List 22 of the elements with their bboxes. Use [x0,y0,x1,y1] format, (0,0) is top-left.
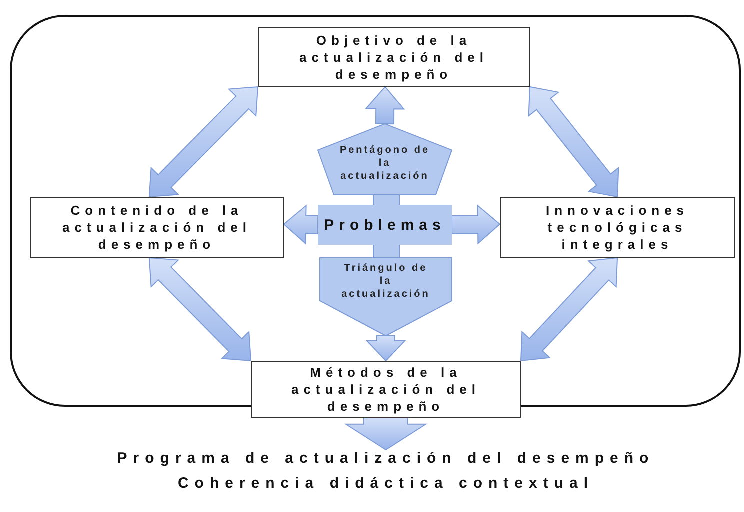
text-box [251,361,521,418]
box-label: Innovaciones tecnológicas integrales [544,202,690,253]
shape-label: Problemas [324,216,446,234]
shape-label: Triángulo de la actualización [340,262,432,301]
block-arrow [148,86,259,198]
text-box [258,27,530,87]
shape-label: Pentágono de la actualización [339,144,431,183]
block-arrow [451,204,501,245]
block-arrow [520,257,618,362]
block-arrow [344,418,428,451]
box-label: Objetivo de la actualización del desempeño [298,32,490,82]
box-label: Métodos de la actualización del desempeño [290,364,482,415]
block-arrow [283,204,319,245]
text-box [30,197,284,258]
result-text: Programa de actualización del desempeño [117,450,655,467]
block-arrow [148,257,252,362]
box-label: Contenido de la actualización del desempeño [61,202,253,253]
block-arrow [366,336,406,362]
text-box [500,197,735,258]
block-arrow [528,86,620,198]
result-text: Coherencia didáctica contextual [178,475,594,492]
block-arrow [365,86,406,125]
